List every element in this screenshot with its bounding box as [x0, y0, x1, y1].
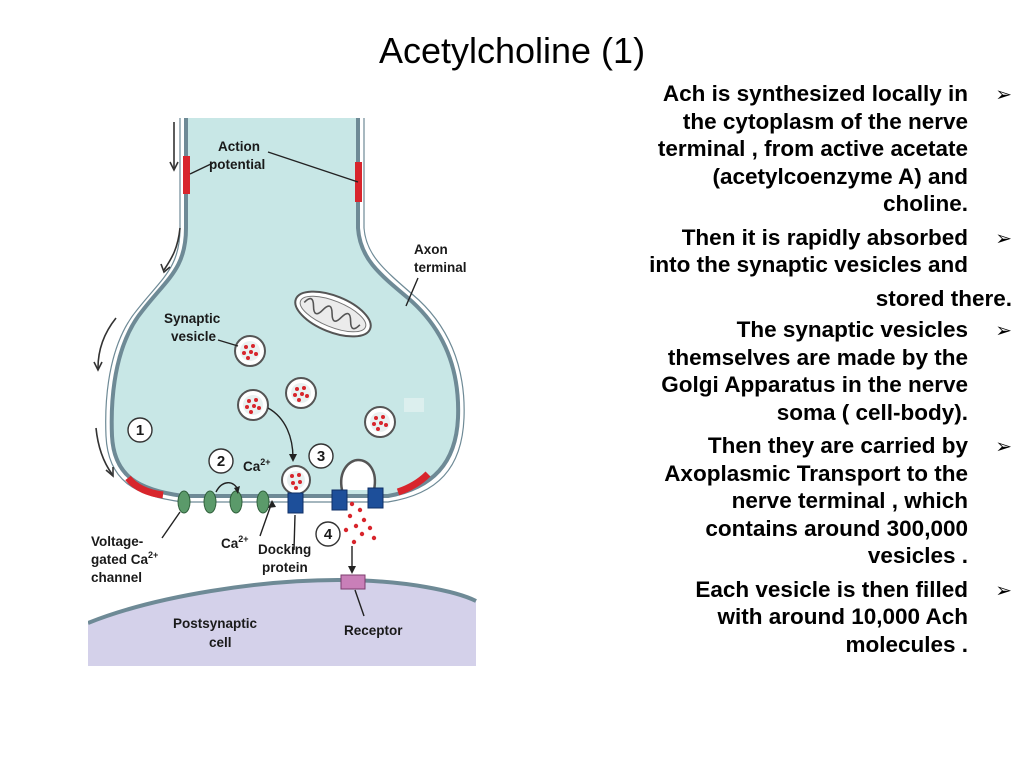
arrow-bullet-icon: ➢: [995, 320, 1012, 342]
propagation-arrows: [93, 122, 181, 478]
label-protein: protein: [262, 560, 308, 575]
label-action: Action: [218, 139, 260, 154]
postsynaptic-membrane: [88, 577, 477, 625]
svg-text:1: 1: [136, 422, 144, 439]
calcium-channel: [229, 490, 243, 514]
synaptic-vesicle: [364, 406, 396, 438]
bullet-text-continuation: stored there.: [875, 285, 1012, 311]
action-potential-marker: [125, 475, 164, 499]
label-channel: channel: [91, 570, 142, 585]
arrow-bullet-icon: ➢: [995, 579, 1012, 602]
vesicle-movement-arrow: [267, 407, 294, 459]
leader-line: [293, 514, 296, 551]
label-postsynaptic: Postsynaptic: [173, 616, 258, 631]
leader-line: [161, 511, 181, 539]
axon-terminal: [111, 118, 459, 496]
docking-protein: [331, 489, 348, 511]
bullet-item: Ach is synthesized locally in the cytopl…: [540, 80, 1020, 218]
synaptic-vesicle: [285, 377, 317, 409]
leader-line: [217, 339, 239, 347]
label-docking: Docking: [258, 542, 311, 557]
leader-line: [267, 151, 359, 183]
label-ca-upper: Ca2+: [243, 457, 271, 474]
step-1-marker: 1: [127, 417, 153, 443]
bullet-text: Ach is synthesized locally in the cytopl…: [657, 81, 968, 216]
slide-title: Acetylcholine (1): [378, 30, 646, 71]
released-acetylcholine: [343, 501, 377, 545]
synaptic-vesicle: [237, 389, 269, 421]
arrow-bullet-icon: ➢: [995, 84, 1012, 106]
action-potential-marker: [183, 156, 190, 194]
bullet-list: Ach is synthesized locally in the cytopl…: [540, 80, 1020, 658]
label-terminal: terminal: [414, 260, 467, 275]
bullet-text: The synaptic vesicles themselves are mad…: [661, 317, 968, 425]
step-2-marker: 2: [208, 448, 234, 474]
calcium-channel: [177, 490, 191, 514]
label-potential: potential: [209, 157, 265, 172]
svg-text:3: 3: [317, 448, 325, 465]
label-cell: cell: [209, 635, 232, 650]
axon-membrane: [109, 118, 461, 498]
svg-text:2: 2: [217, 453, 225, 470]
leader-line: [354, 589, 365, 617]
fusing-vesicle: [339, 458, 377, 491]
svg-text:4: 4: [324, 526, 333, 543]
bullet-item: Then they are carried by Axoplasmic Tran…: [540, 432, 1020, 570]
bullet-text: Then it is rapidly absorbed into the syn…: [649, 224, 968, 278]
docking-protein: [287, 492, 304, 514]
label-synaptic: Synaptic: [164, 311, 221, 326]
label-axon: Axon: [414, 242, 448, 257]
calcium-channel: [203, 490, 217, 514]
step-3-marker: 3: [308, 443, 334, 469]
bullet-text: Then they are carried by Axoplasmic Tran…: [664, 433, 968, 568]
leader-line: [189, 162, 214, 175]
action-potential-marker: [396, 471, 431, 496]
arrow-bullet-icon: ➢: [995, 227, 1012, 250]
leader-line: [405, 277, 419, 307]
docking-vesicle: [281, 465, 311, 495]
label-receptor: Receptor: [344, 623, 403, 638]
bullet-text: Each vesicle is then filled with around …: [695, 576, 968, 657]
step-4-marker: 4: [315, 521, 341, 547]
bullet-item: Then it is rapidly absorbed into the syn…: [540, 224, 1020, 313]
synapse-diagram: 1 2 3 4 Action potential Axon terminal S…: [88, 118, 477, 666]
label-gated-ca: gated Ca2+: [91, 550, 158, 567]
action-potential-marker: [355, 162, 362, 202]
label-voltage: Voltage-: [91, 534, 143, 549]
receptor: [340, 574, 366, 590]
mitochondrion: [294, 290, 372, 338]
label-vesicle: vesicle: [171, 329, 217, 344]
label-ca-lower: Ca2+: [221, 534, 249, 551]
bullet-item: Each vesicle is then filled with around …: [540, 576, 1020, 659]
synaptic-vesicle: [234, 335, 266, 367]
postsynaptic-cell: [88, 580, 476, 666]
bullet-item: The synaptic vesicles themselves are mad…: [540, 316, 1020, 426]
docking-protein: [367, 487, 384, 509]
arrow-bullet-icon: ➢: [995, 436, 1012, 458]
calcium-channel: [256, 490, 270, 514]
